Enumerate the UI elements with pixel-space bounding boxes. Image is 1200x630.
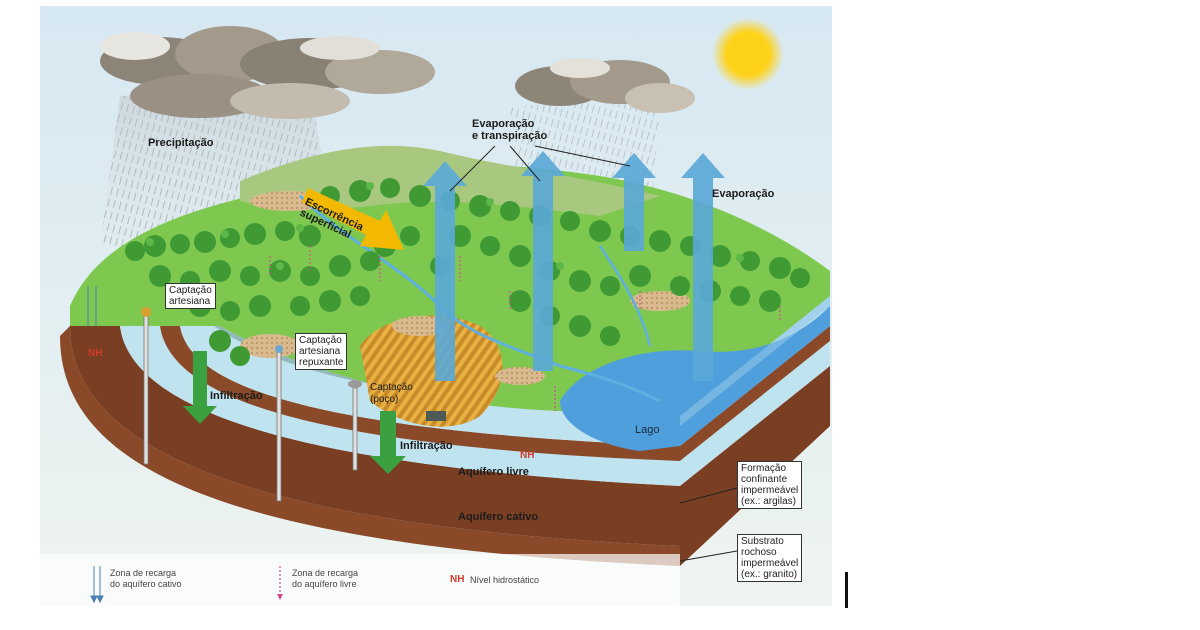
runoff-arrow — [302, 188, 404, 250]
captive-recharge-arrows — [87, 286, 97, 326]
label-confining-line1: Formação — [741, 463, 787, 474]
label-artesian-well-line2: artesiana — [169, 296, 211, 307]
label-evaporation: Evaporação — [712, 188, 775, 200]
label-bedrock-line2: rochoso — [741, 547, 777, 558]
label-precipitation: Precipitação — [148, 137, 214, 149]
label-nh-left: NH — [88, 348, 103, 359]
label-artesian-well: Captação artesiana — [165, 283, 216, 309]
text-cursor — [845, 572, 848, 608]
label-infiltration-right: Infiltração — [400, 440, 453, 452]
label-confining-line2: confinante — [741, 474, 788, 485]
label-evap-transp-line1: Evaporação — [472, 118, 535, 130]
label-bedrock-line4: (ex.: granito) — [741, 569, 798, 580]
legend-captive-icon — [90, 566, 104, 604]
bedrock-front — [70, 326, 680, 546]
cloud-left-icon — [100, 26, 435, 119]
sun-core — [728, 34, 768, 74]
label-infiltration-left: Infiltração — [210, 390, 263, 402]
label-bedrock-line3: impermeável — [741, 558, 799, 569]
evaporation-arrows — [423, 151, 725, 381]
dry-patch — [392, 316, 448, 336]
label-well: Captação (poço) — [370, 382, 413, 406]
legend-free-line2: do aquífero livre — [292, 579, 357, 589]
label-evap-transp-line2: e transpiração — [472, 130, 548, 142]
water-cycle-diagram: Precipitação Evaporação e transpiração E… — [40, 6, 832, 606]
dry-patch — [630, 291, 690, 311]
pointer-lines — [449, 145, 738, 562]
legend-captive-line2: do aquífero cativo — [110, 579, 182, 589]
tractor-icon — [426, 411, 446, 421]
label-captive-aquifer: Aquífero cativo — [458, 511, 539, 523]
legend-free-icon — [277, 566, 283, 600]
label-free-aquifer: Aquífero livre — [458, 466, 529, 478]
dry-patch — [495, 367, 545, 385]
legend-free-line1: Zona de recarga — [292, 568, 359, 578]
bedrock-left — [60, 326, 680, 566]
lake-edge — [680, 296, 830, 426]
label-flowing-artesian-line1: Captação — [299, 335, 342, 346]
label-artesian-well-line1: Captação — [169, 285, 212, 296]
legend-captive-recharge: Zona de recarga do aquífero cativo — [110, 568, 182, 590]
label-confining-line4: (ex.: argilas) — [741, 496, 797, 507]
diagram-artwork — [40, 6, 832, 606]
label-confining-line3: impermeável — [741, 485, 799, 496]
label-nh-mid: NH — [520, 450, 535, 461]
recharge-arrows — [269, 246, 781, 411]
label-well-line2: (poço) — [370, 394, 399, 405]
legend-captive-line1: Zona de recarga — [110, 568, 177, 578]
label-bedrock: Substrato rochoso impermeável (ex.: gran… — [737, 534, 803, 582]
label-bedrock-line1: Substrato — [741, 536, 784, 547]
label-flowing-artesian-well: Captação artesiana repuxante — [295, 333, 348, 370]
right-face-captive — [680, 341, 830, 486]
captive-aquifer-band — [120, 326, 680, 486]
infiltration-arrows — [183, 351, 406, 474]
label-lake: Lago — [635, 424, 660, 436]
legend-background — [40, 554, 680, 606]
legend-free-recharge: Zona de recarga do aquífero livre — [292, 568, 358, 590]
wells — [141, 307, 362, 502]
label-well-line1: Captação — [370, 382, 413, 393]
legend-hydrostatic-level: Nível hidrostático — [470, 575, 540, 585]
label-flowing-artesian-line3: repuxante — [299, 357, 344, 368]
cultivated-field — [360, 315, 503, 427]
label-evap-transp: Evaporação e transpiração — [472, 118, 547, 142]
cloud-right-icon — [515, 58, 695, 113]
label-confining-formation: Formação confinante impermeável (ex.: ar… — [737, 461, 803, 509]
label-flowing-artesian-line2: artesiana — [299, 346, 341, 357]
right-face-clay — [680, 326, 830, 461]
stream — [598, 245, 652, 347]
free-aquifer — [180, 326, 680, 446]
legend-nh-symbol: NH — [450, 574, 465, 585]
dry-patch — [240, 334, 300, 358]
